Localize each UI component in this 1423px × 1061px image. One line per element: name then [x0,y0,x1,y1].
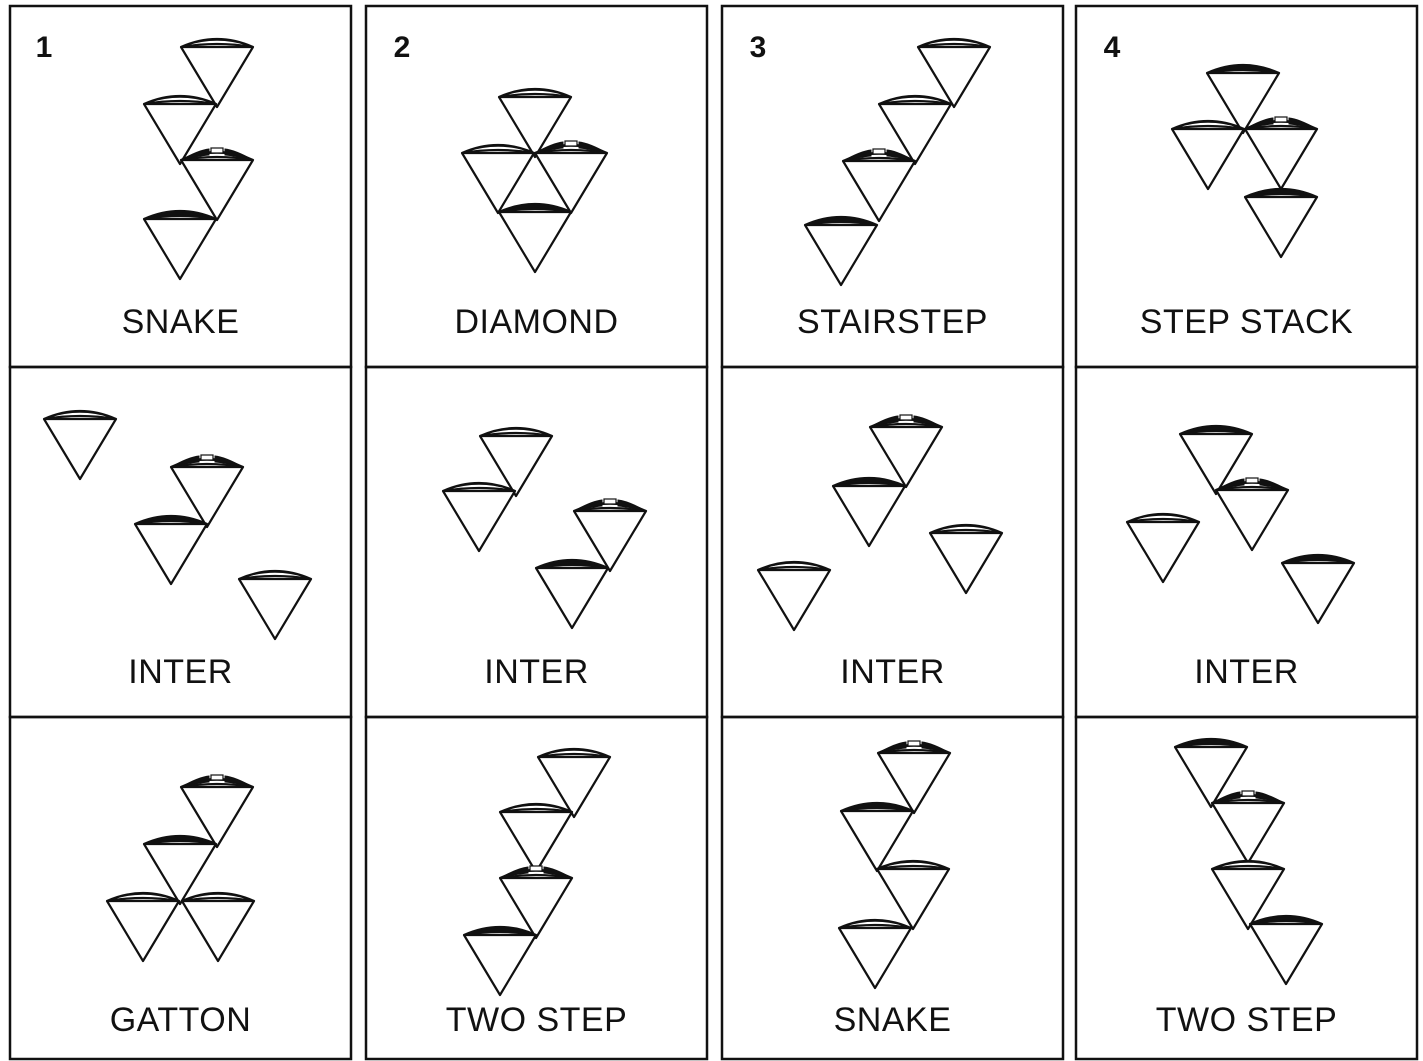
pattern-label: INTER [484,653,589,691]
pattern-panel: GATTON [10,717,351,1059]
pattern-label: GATTON [110,1001,252,1039]
cone-white [107,893,179,961]
pattern-panel: INTER [722,367,1063,717]
pattern-label: INTER [128,653,233,691]
pattern-label: INTER [840,653,945,691]
cone-white [1172,121,1244,189]
pattern-panel: INTER [10,367,351,717]
pattern-label: TWO STEP [446,1001,628,1039]
cone-stripe [843,149,915,221]
cone-white [462,145,534,213]
cone-stripe [535,141,607,213]
cone-black [536,560,608,628]
pattern-label: DIAMOND [454,303,618,341]
pattern-label: SNAKE [122,303,240,341]
pattern-panel: TWO STEP [366,717,707,1059]
pattern-label: STAIRSTEP [797,303,988,341]
cone-white [44,411,116,479]
cone-white [1127,514,1199,582]
cone-stripe [1212,791,1284,863]
cone-black [144,211,216,279]
cone-stripe [1245,117,1317,189]
pattern-panel: INTER [366,367,707,717]
panel-number: 4 [1104,31,1121,64]
pattern-label: INTER [1194,653,1299,691]
cone-stripe [870,415,942,487]
cone-white [500,804,572,872]
pattern-label: SNAKE [834,1001,952,1039]
panel-number: 1 [36,31,53,64]
cone-stripe [1216,478,1288,550]
cone-white [758,562,830,630]
cone-white [182,893,254,961]
cone-stripe [181,148,253,220]
pattern-panel: SNAKE [722,717,1063,1059]
cone-black [1245,189,1317,257]
pattern-panel: INTER [1076,367,1417,717]
cone-stripe [878,741,950,813]
cone-black [1250,916,1322,984]
pattern-panel: TWO STEP [1076,717,1417,1059]
cone-black [135,516,207,584]
panel-number: 3 [750,31,767,64]
cone-white [877,861,949,929]
cone-black [499,204,571,272]
pattern-label: STEP STACK [1140,303,1353,341]
pattern-label: TWO STEP [1156,1001,1338,1039]
cone-black [805,217,877,285]
cone-white [239,571,311,639]
cone-white [930,525,1002,593]
cone-white [443,483,515,551]
cone-black [1282,555,1354,623]
cone-white [839,920,911,988]
cone-black [464,927,536,995]
cone-black [833,478,905,546]
panel-number: 2 [394,31,411,64]
